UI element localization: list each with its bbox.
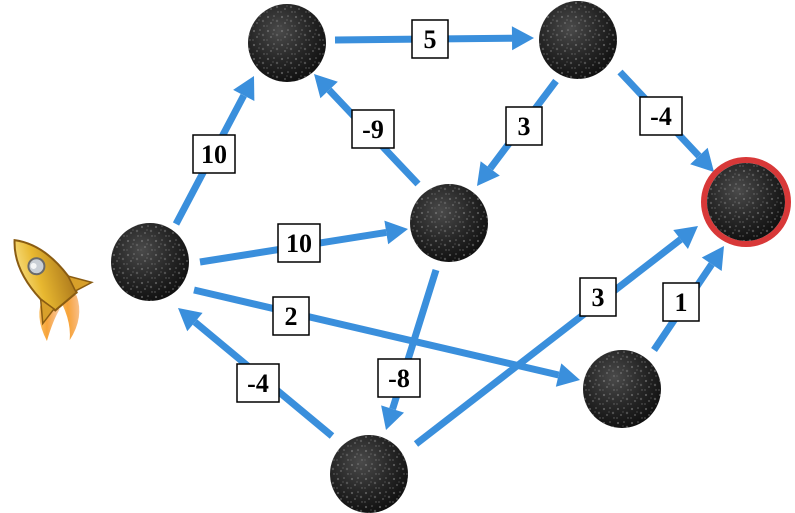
weight-box: [639, 96, 683, 136]
arrowhead-icon: [178, 308, 203, 332]
edge-line: [413, 236, 683, 447]
arrowhead-icon: [673, 226, 698, 249]
asteroid-node-E: [701, 157, 791, 247]
rocket-icon: [13, 239, 94, 341]
arrowhead-icon: [555, 363, 580, 387]
weight-box: [579, 277, 617, 317]
edge-weight-label: 10: [192, 134, 236, 174]
asteroid-texture: [330, 435, 408, 513]
weight-box: [351, 109, 395, 149]
edge-weight-label: 10: [277, 223, 321, 263]
asteroid-node-F: [583, 350, 661, 428]
asteroid-texture: [583, 350, 661, 428]
asteroid-texture: [410, 184, 488, 262]
weight-text: 2: [285, 302, 298, 331]
edge-weight-label: -8: [377, 358, 421, 398]
nodes-layer: [111, 1, 791, 513]
weight-box: [505, 106, 543, 146]
arrowhead-icon: [511, 26, 534, 51]
weight-box: [272, 296, 310, 336]
edge-weight-label: 3: [505, 106, 543, 146]
asteroid-texture: [111, 223, 189, 301]
asteroid-texture: [539, 1, 617, 79]
target-ring: [701, 157, 791, 247]
arrowhead-icon: [233, 76, 255, 102]
edge-weight-label: 1: [662, 282, 700, 322]
asteroid-node-G: [330, 435, 408, 513]
weight-box: [236, 363, 280, 403]
asteroid-texture: [248, 4, 326, 82]
weight-box: [662, 282, 700, 322]
edge-weight-label: -9: [351, 109, 395, 149]
weight-text: -8: [388, 364, 410, 393]
arrowhead-icon: [314, 74, 338, 99]
asteroid-node-C: [539, 1, 617, 79]
asteroid-node-B: [248, 4, 326, 82]
weight-text: 10: [286, 229, 312, 258]
arrowhead-icon: [690, 147, 714, 172]
edge-G-E: [413, 226, 698, 447]
weight-text: 3: [518, 112, 531, 141]
weight-text: -4: [247, 369, 269, 398]
edge-weight-label: -4: [236, 363, 280, 403]
edge-D-G: [381, 268, 440, 430]
weight-text: 1: [675, 288, 688, 317]
edge-A-F: [193, 286, 580, 387]
arrowhead-icon: [701, 246, 724, 271]
weight-box: [411, 19, 449, 59]
edge-line: [193, 286, 560, 379]
edge-weight-label: 5: [411, 19, 449, 59]
arrowhead-icon: [381, 405, 405, 430]
edge-weight-label: 2: [272, 296, 310, 336]
weight-box: [377, 358, 421, 398]
edge-weight-label: -4: [639, 96, 683, 136]
weight-text: 10: [201, 140, 227, 169]
labels-layer: 5 10 -9 3 -4 10 2 -4 -8 3 1: [192, 19, 700, 403]
asteroid-node-A: [111, 223, 189, 301]
arrowhead-icon: [477, 161, 500, 186]
weight-text: -9: [362, 115, 384, 144]
edge-weight-label: 3: [579, 277, 617, 317]
arrowhead-icon: [384, 220, 408, 245]
weight-text: 5: [424, 25, 437, 54]
weight-box: [192, 134, 236, 174]
weight-box: [277, 223, 321, 263]
weight-text: 3: [592, 283, 605, 312]
asteroid-texture: [707, 163, 785, 241]
asteroid-node-D: [410, 184, 488, 262]
weight-text: -4: [650, 102, 672, 131]
